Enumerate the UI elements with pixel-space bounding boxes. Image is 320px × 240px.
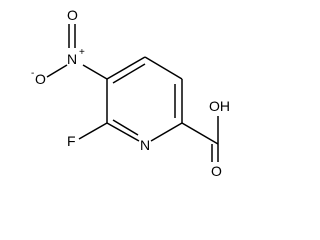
ring-nitrogen-label: N — [140, 137, 150, 153]
nitro-oxygen-charge: - — [31, 68, 34, 79]
pyridine-ring — [106, 56, 183, 142]
ring-double-bond-c2-c3 — [112, 63, 146, 84]
nitro-oxygen-top-label: O — [67, 7, 78, 23]
chemical-structure-diagram: O N + O - F N OH O — [31, 7, 230, 178]
bond-nitro-n-o-left — [46, 64, 68, 78]
carbonyl-oxygen-label: O — [211, 163, 222, 178]
bond-c5-carboxyl-c — [181, 122, 219, 145]
nitro-nitrogen-label: N — [67, 51, 77, 67]
ring-bond-c3-c4 — [144, 56, 183, 80]
carboxyl-hydroxyl-label: OH — [209, 98, 230, 114]
bond-c1-fluorine — [78, 122, 108, 140]
ring-bond-n-c1 — [106, 122, 140, 142]
ring-double-bond-n-c1 — [112, 119, 139, 136]
nitro-nitrogen-charge: + — [79, 47, 85, 58]
fluorine-label: F — [67, 133, 76, 149]
nitro-oxygen-left-label: O — [35, 71, 46, 87]
ring-bond-c2-c3 — [106, 56, 146, 80]
bond-c2-nitro-n — [82, 64, 108, 80]
ring-bond-c5-n — [150, 122, 183, 142]
